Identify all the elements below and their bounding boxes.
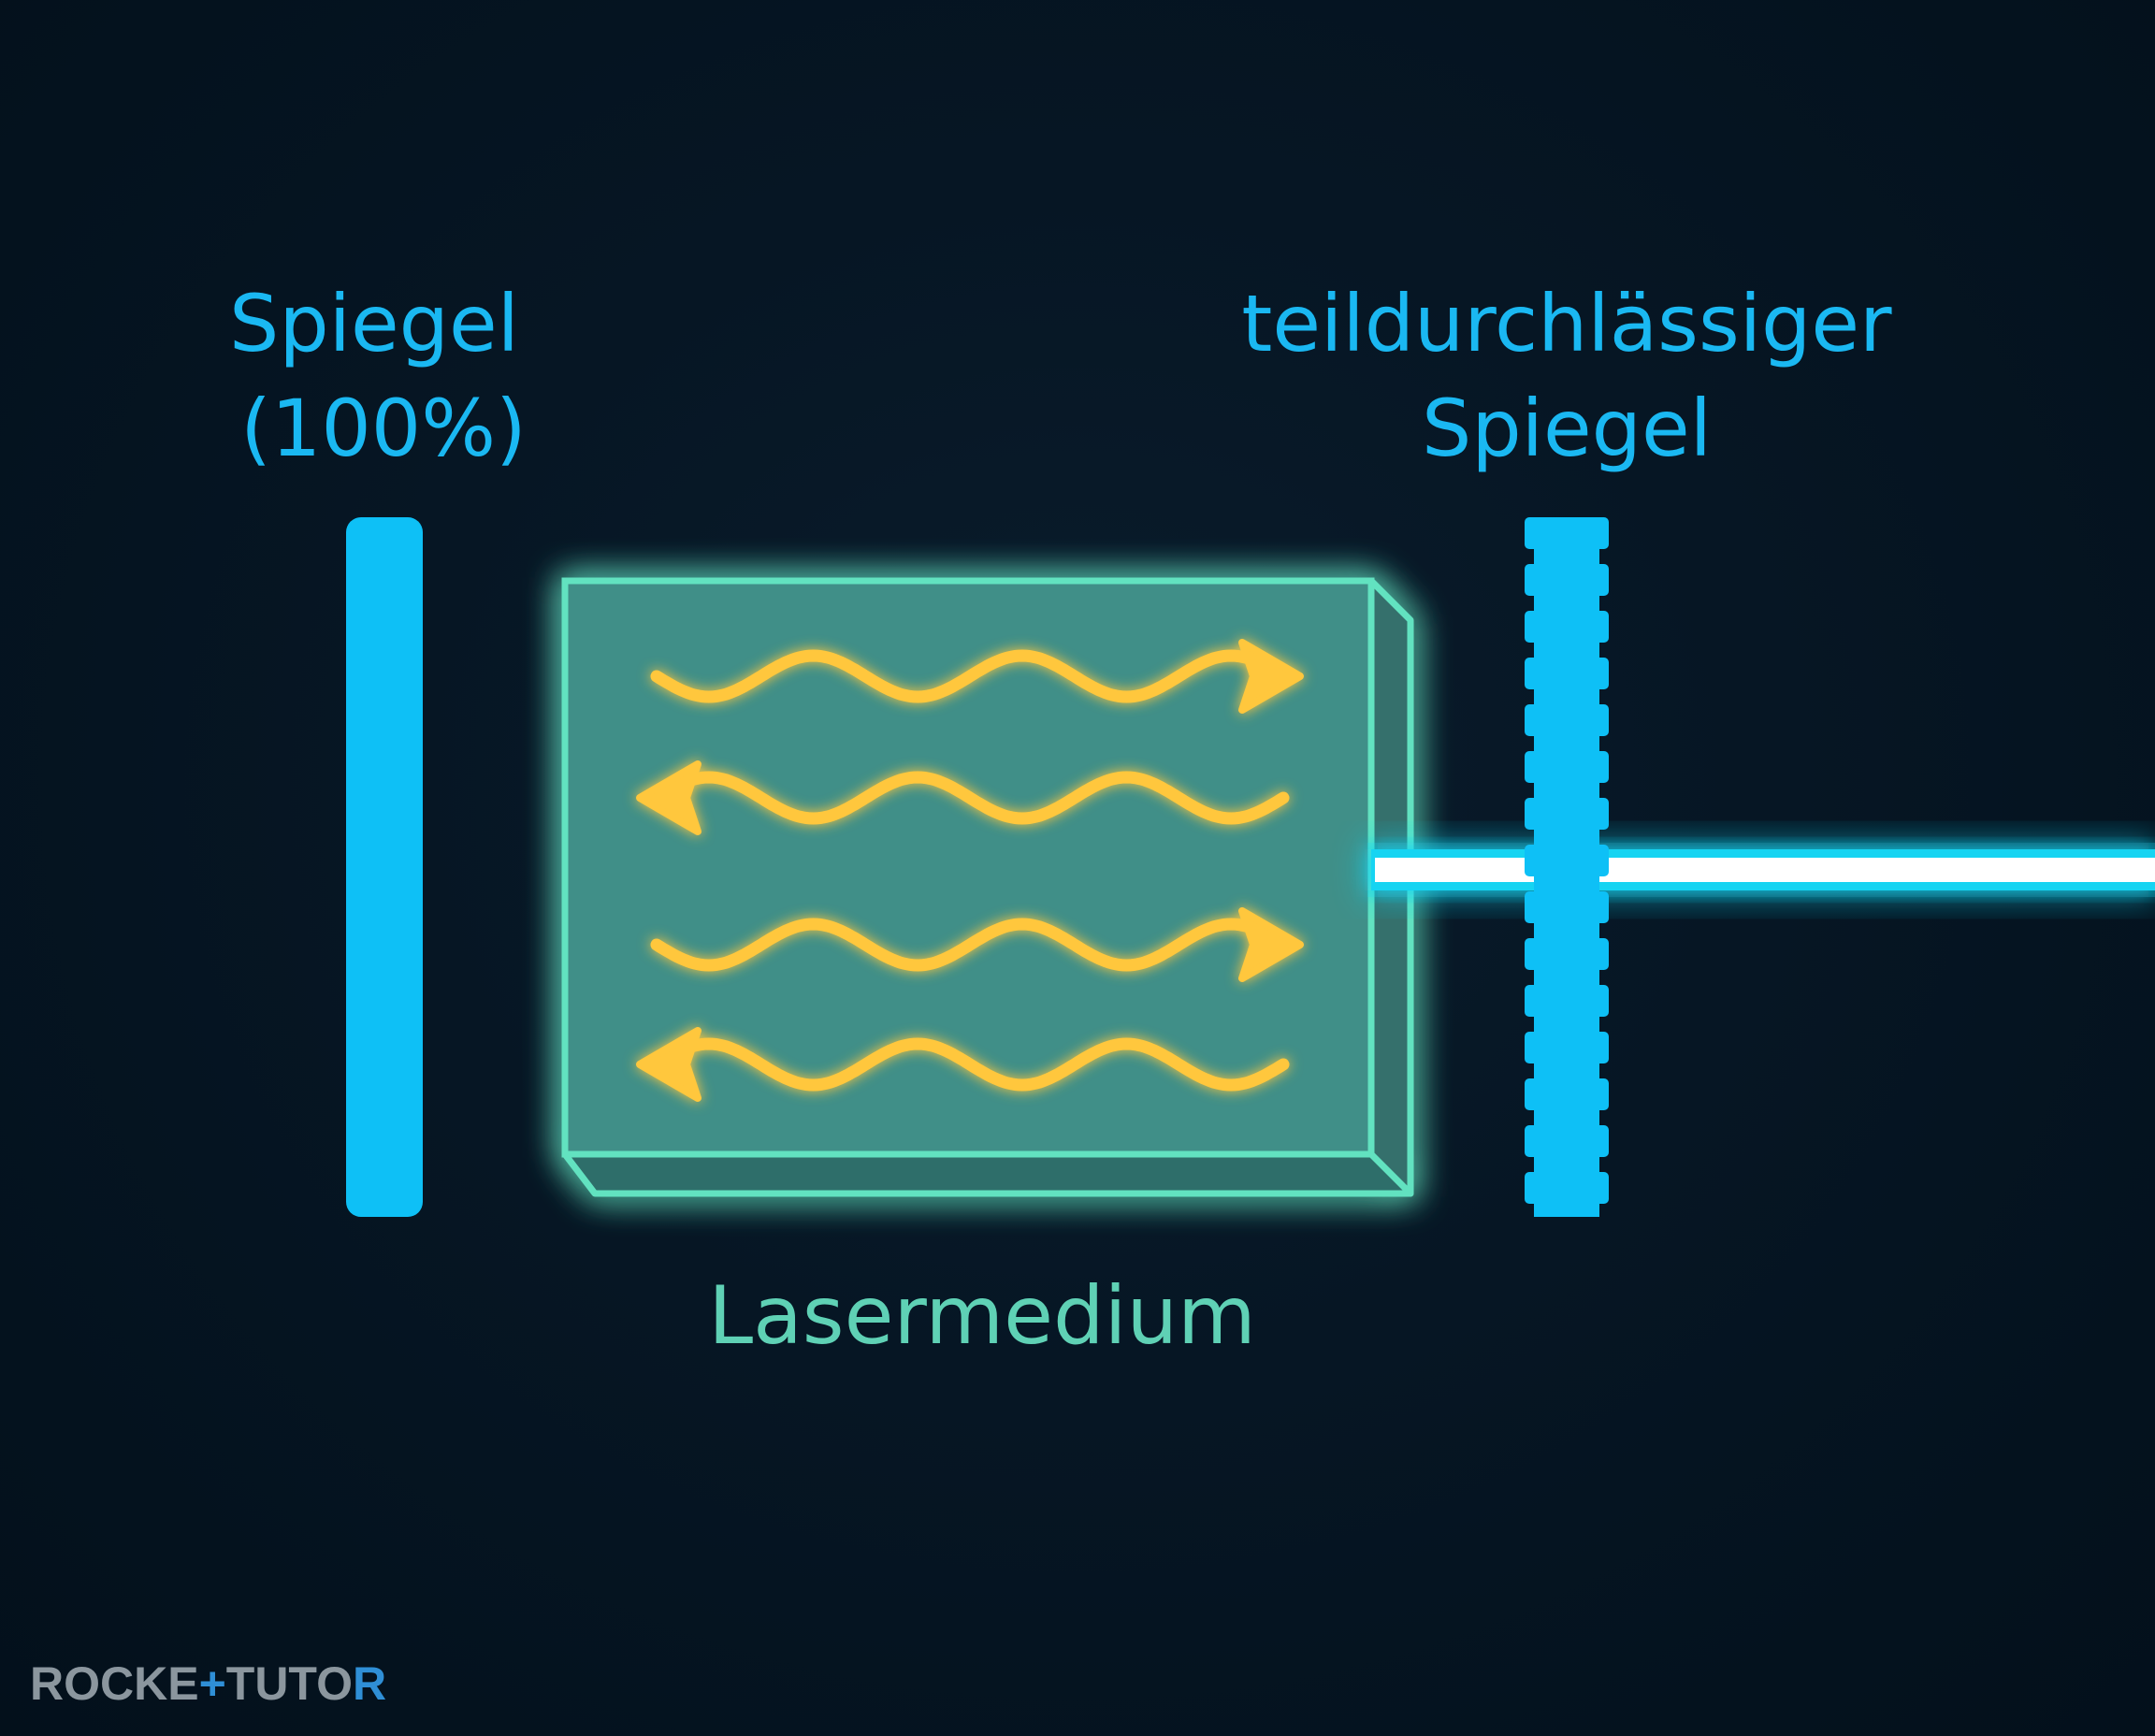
partial-mirror-tooth: [1525, 985, 1609, 1017]
arrow-right-icon: [1238, 639, 1304, 714]
photon-wave: [650, 1037, 1290, 1092]
partial-mirror-tooth: [1525, 845, 1609, 876]
partial-mirror-tooth: [1525, 798, 1609, 830]
arrow-left-icon: [636, 1027, 701, 1102]
photon-waves: [636, 639, 1304, 1102]
partial-mirror-label-line2: Spiegel: [1422, 383, 1712, 474]
partial-mirror-tooth: [1525, 1172, 1609, 1204]
full-mirror-label-line1: Spiegel: [229, 278, 519, 369]
photon-wave: [650, 649, 1290, 703]
partial-mirror-tooth: [1525, 938, 1609, 970]
partial-mirror-tooth: [1525, 891, 1609, 923]
partial-mirror-tooth: [1525, 751, 1609, 783]
full-mirror: [346, 517, 423, 1217]
full-mirror-label-line2: (100%): [240, 383, 527, 474]
laser-beam: [1367, 843, 2155, 897]
partial-mirror-tooth: [1525, 611, 1609, 643]
partial-mirror-tooth: [1525, 658, 1609, 689]
photon-wave: [650, 918, 1290, 972]
partial-mirror-tooth: [1525, 564, 1609, 596]
partial-mirror: [1525, 517, 1609, 1217]
partial-mirror-tooth: [1525, 1078, 1609, 1110]
brand-logo: ROCKE+TUTOR: [30, 1657, 387, 1710]
arrow-right-icon: [1238, 907, 1304, 982]
partial-mirror-tooth: [1525, 517, 1609, 549]
partial-mirror-tooth: [1525, 1125, 1609, 1157]
partial-mirror-tooth: [1525, 1032, 1609, 1063]
laser-medium-label: Lasermedium: [708, 1269, 1256, 1363]
arrow-left-icon: [636, 760, 701, 835]
partial-mirror-tooth: [1525, 704, 1609, 736]
photon-wave: [650, 771, 1290, 825]
partial-mirror-label-line1: teildurchlässiger: [1241, 278, 1892, 369]
